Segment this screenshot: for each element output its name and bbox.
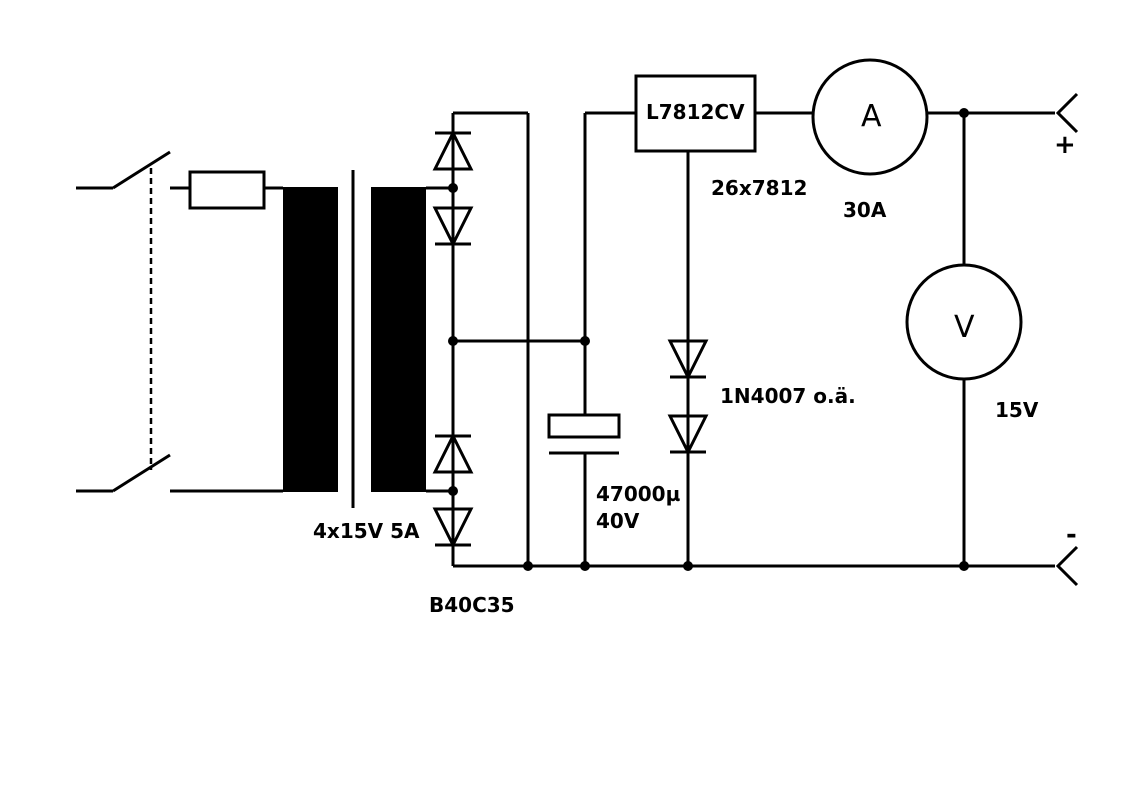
regulator-count-label: 26x7812 bbox=[711, 176, 808, 200]
ammeter bbox=[811, 58, 1055, 176]
ammeter-rating-label: 30A bbox=[843, 198, 887, 222]
transformer bbox=[283, 170, 453, 508]
capacitor bbox=[547, 111, 636, 566]
junction-dots bbox=[448, 108, 969, 571]
voltmeter-rating-label: 15V bbox=[995, 398, 1039, 422]
capacitor-voltage-label: 40V bbox=[596, 509, 640, 533]
regulator-label: L7812CV bbox=[646, 100, 745, 124]
voltmeter-symbol: V bbox=[954, 310, 975, 345]
minus-terminal-label: - bbox=[1066, 520, 1077, 550]
diodes-label: 1N4007 o.ä. bbox=[720, 384, 856, 408]
capacitor-value-label: 47000µ bbox=[596, 482, 681, 506]
plus-terminal-label: + bbox=[1054, 130, 1076, 160]
mains-switch bbox=[76, 150, 171, 493]
output-terminals bbox=[1055, 92, 1079, 587]
ammeter-symbol: A bbox=[861, 99, 882, 134]
bridge-rectifier bbox=[451, 111, 585, 566]
fuse bbox=[170, 170, 283, 493]
transformer-label: 4x15V 5A bbox=[313, 519, 420, 543]
voltmeter bbox=[905, 113, 1023, 566]
rectifier-label: B40C35 bbox=[429, 593, 515, 617]
voltage-regulator bbox=[634, 74, 814, 566]
